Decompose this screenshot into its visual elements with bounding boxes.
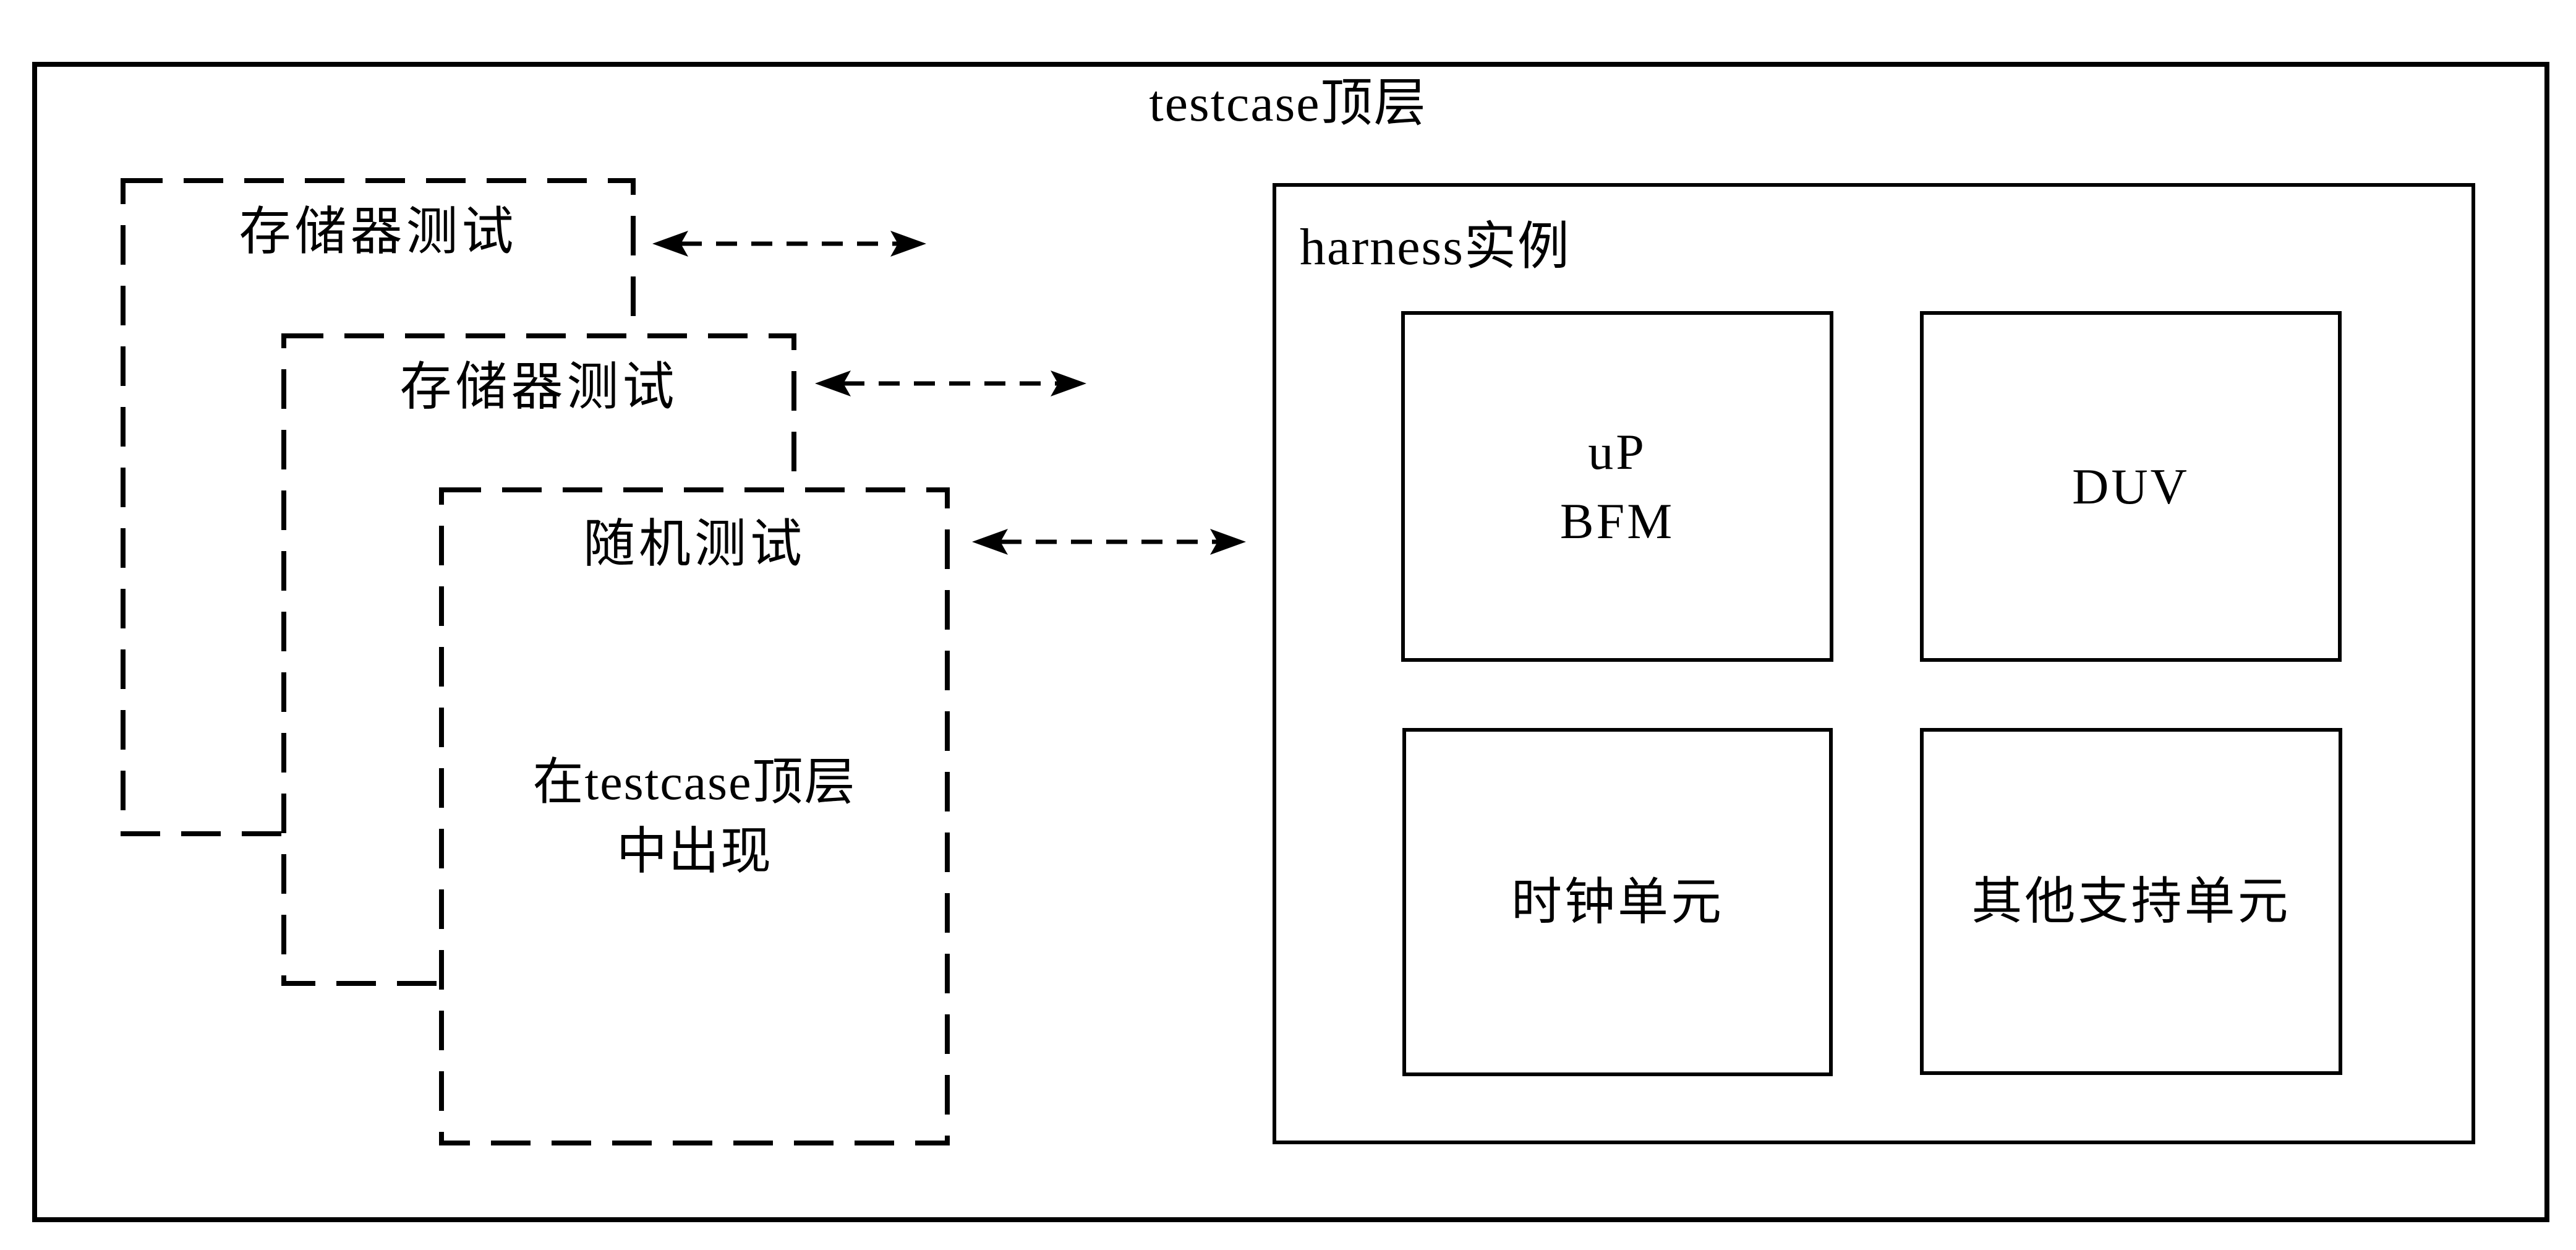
random-test-label: 随机测试 bbox=[582, 516, 806, 573]
random-test-note-line-2: 中出现 bbox=[616, 823, 772, 880]
clock-unit-box: 时钟单元 bbox=[1402, 728, 1833, 1076]
up-bfm-label-line-1: uP bbox=[1588, 423, 1647, 480]
harness-instance-box: harness实例 uP BFM DUV 时钟单元 其他支持单元 bbox=[1273, 183, 2475, 1144]
arrow-3 bbox=[972, 529, 1246, 555]
arrow-2-right-head-icon bbox=[1051, 370, 1086, 396]
clock-unit-label: 时钟单元 bbox=[1511, 873, 1724, 930]
memory-test-2-label: 存储器测试 bbox=[399, 359, 678, 416]
memory-test-1-label: 存储器测试 bbox=[239, 203, 518, 261]
arrow-2 bbox=[815, 370, 1086, 396]
other-support-unit-label: 其他支持单元 bbox=[1971, 873, 2291, 930]
harness-instance-label: harness实例 bbox=[1300, 218, 1571, 276]
up-bfm-box: uP BFM bbox=[1401, 311, 1833, 662]
duv-box: DUV bbox=[1920, 311, 2342, 662]
random-test-box-outline bbox=[439, 487, 950, 1145]
random-test-note: 在testcase顶层 中出现 bbox=[439, 748, 950, 886]
arrow-1-right-head-icon bbox=[890, 231, 926, 257]
arrow-2-left-head-icon bbox=[815, 370, 851, 396]
other-support-unit-box: 其他支持单元 bbox=[1920, 728, 2342, 1075]
arrow-1 bbox=[652, 231, 926, 257]
up-bfm-label-line-2: BFM bbox=[1559, 492, 1675, 549]
arrow-3-right-head-icon bbox=[1210, 529, 1246, 555]
arrow-1-left-head-icon bbox=[652, 231, 688, 257]
random-test-note-line-1: 在testcase顶层 bbox=[532, 754, 856, 810]
arrow-3-left-head-icon bbox=[972, 529, 1008, 555]
duv-label: DUV bbox=[2072, 458, 2190, 515]
diagram-title: testcase顶层 bbox=[1149, 75, 1427, 132]
